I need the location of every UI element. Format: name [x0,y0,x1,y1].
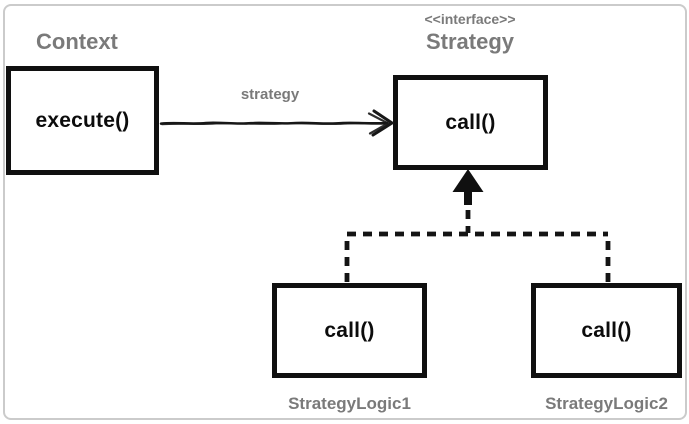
context-method-label: execute() [35,108,130,132]
association-line [159,121,389,125]
inheritance-connector [344,210,611,282]
inheritance-arrowhead [452,169,484,205]
association-line-echo [161,122,387,126]
interface-class-box: call() [393,75,548,170]
context-class-box: execute() [6,66,159,175]
relation-label: strategy [240,86,300,103]
open-arrowhead [371,109,395,137]
interface-class-title: Strategy [425,29,515,54]
interface-stereotype-label: <<interface>> [424,11,516,27]
strategylogic2-method-label: call() [581,318,632,342]
strategylogic1-class-title: StrategyLogic1 [288,394,411,413]
strategylogic1-class-box: call() [272,283,427,378]
interface-method-label: call() [445,110,496,134]
context-class-title: Context [36,29,118,54]
strategy-association-arrow [159,109,395,137]
strategylogic2-class-box: call() [531,283,682,378]
strategylogic1-method-label: call() [324,318,375,342]
strategylogic2-class-title: StrategyLogic2 [545,394,668,413]
open-arrowhead-echo [367,112,391,135]
